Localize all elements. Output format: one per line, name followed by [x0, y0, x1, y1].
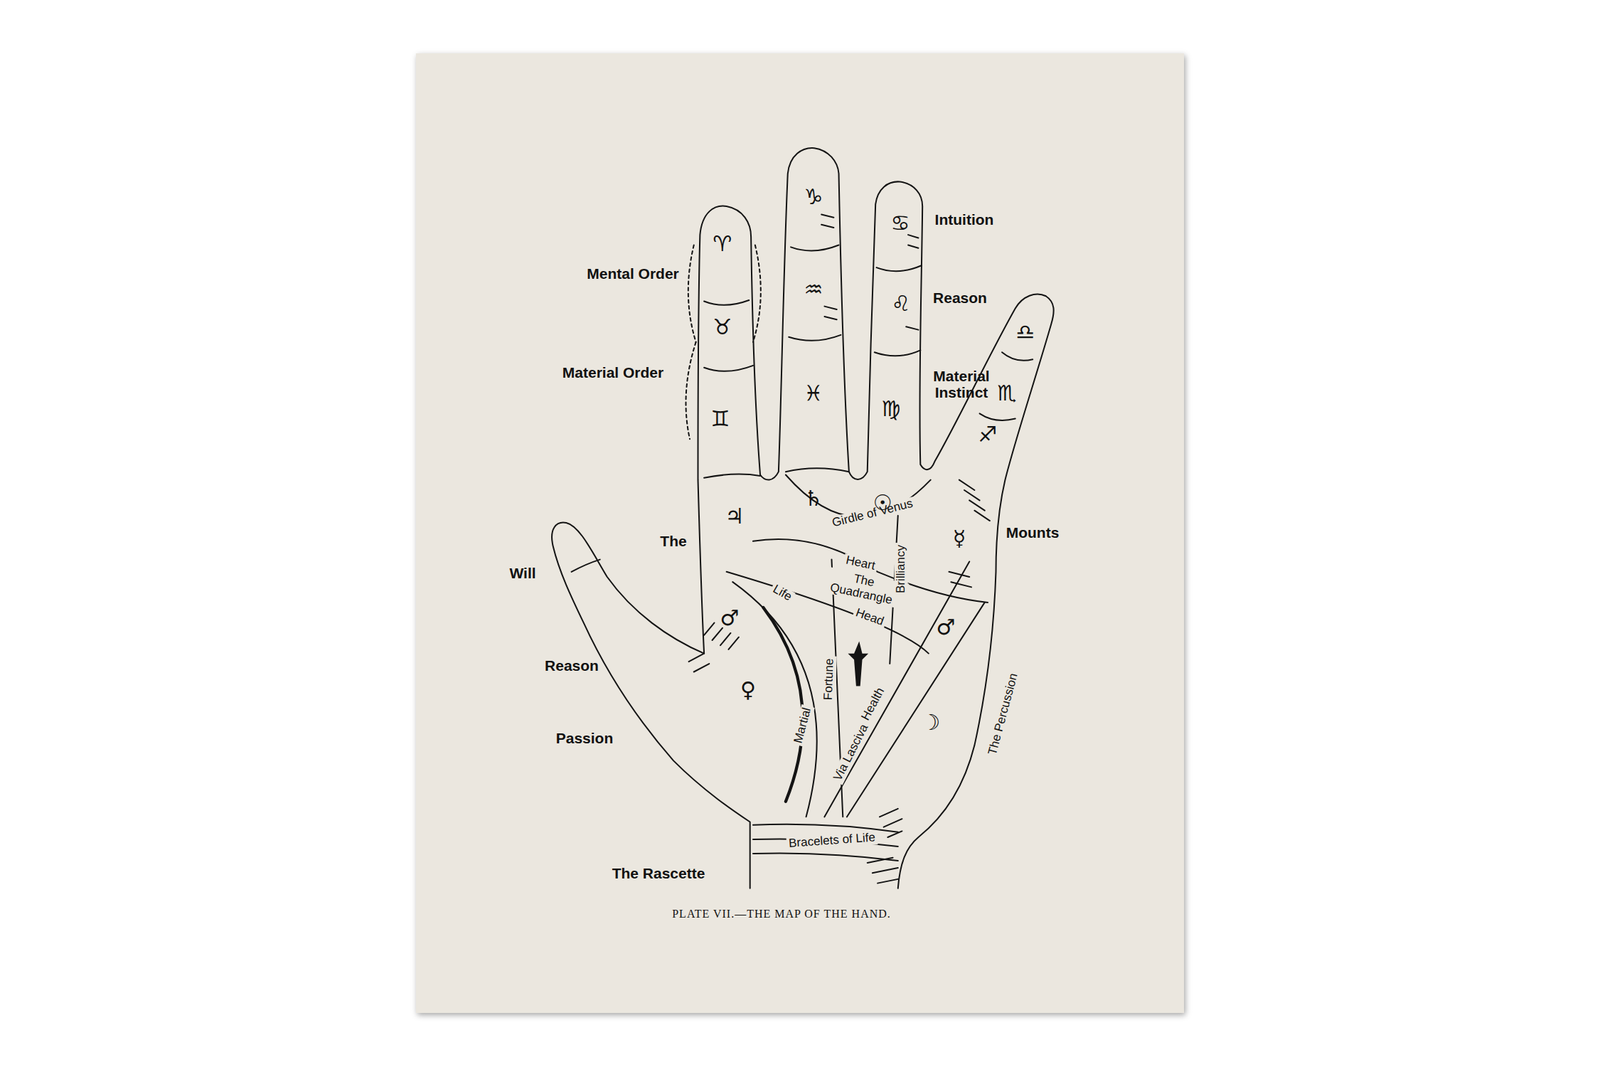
astro-symbol: ♀: [740, 677, 756, 702]
hand-label: Reason: [544, 657, 599, 674]
astro-symbol: ♊: [711, 406, 731, 431]
astro-symbol: ♌: [891, 291, 911, 316]
astro-symbol: ♂: [936, 615, 956, 639]
astro-symbol: ♑: [804, 184, 824, 209]
astro-symbol: ♒: [804, 277, 824, 301]
hand-label: Brilliancy: [894, 542, 909, 596]
hand-label: Mental Order: [586, 265, 680, 282]
astro-symbol: ♉: [713, 315, 733, 339]
astro-symbol: ♎: [1016, 320, 1036, 344]
astro-symbol: ♏: [997, 381, 1017, 405]
astro-symbol: ♂: [720, 605, 740, 630]
paper-ground: [416, 53, 1184, 1013]
hand-label: Material Order: [562, 364, 664, 381]
astro-symbol: ♍: [881, 396, 901, 421]
astro-symbol: ♋: [891, 211, 911, 235]
hand-label: Intuition: [935, 211, 995, 228]
astro-symbol: ☽: [921, 710, 941, 734]
hand-label: Passion: [556, 729, 614, 746]
astro-symbol: ♃: [725, 504, 745, 528]
hand-label: The: [659, 532, 687, 549]
hand-label: Mounts: [1006, 524, 1060, 541]
astro-symbol: ♐: [978, 422, 998, 446]
hand-label: Reason: [932, 289, 988, 306]
hand-label: The Rascette: [612, 864, 706, 882]
astro-symbol: ♓: [804, 381, 824, 405]
hand-label: Material Instinct: [925, 367, 997, 401]
hand-label: Fortune: [822, 655, 837, 702]
astro-symbol: ☉: [873, 490, 893, 515]
astro-symbol: ♈: [713, 231, 733, 256]
hand-label: Will: [509, 564, 536, 581]
astro-symbol: ☿: [952, 526, 966, 550]
astro-symbol: ♄: [804, 486, 824, 510]
plate-caption: PLATE VII.—THE MAP OF THE HAND.: [672, 907, 892, 921]
